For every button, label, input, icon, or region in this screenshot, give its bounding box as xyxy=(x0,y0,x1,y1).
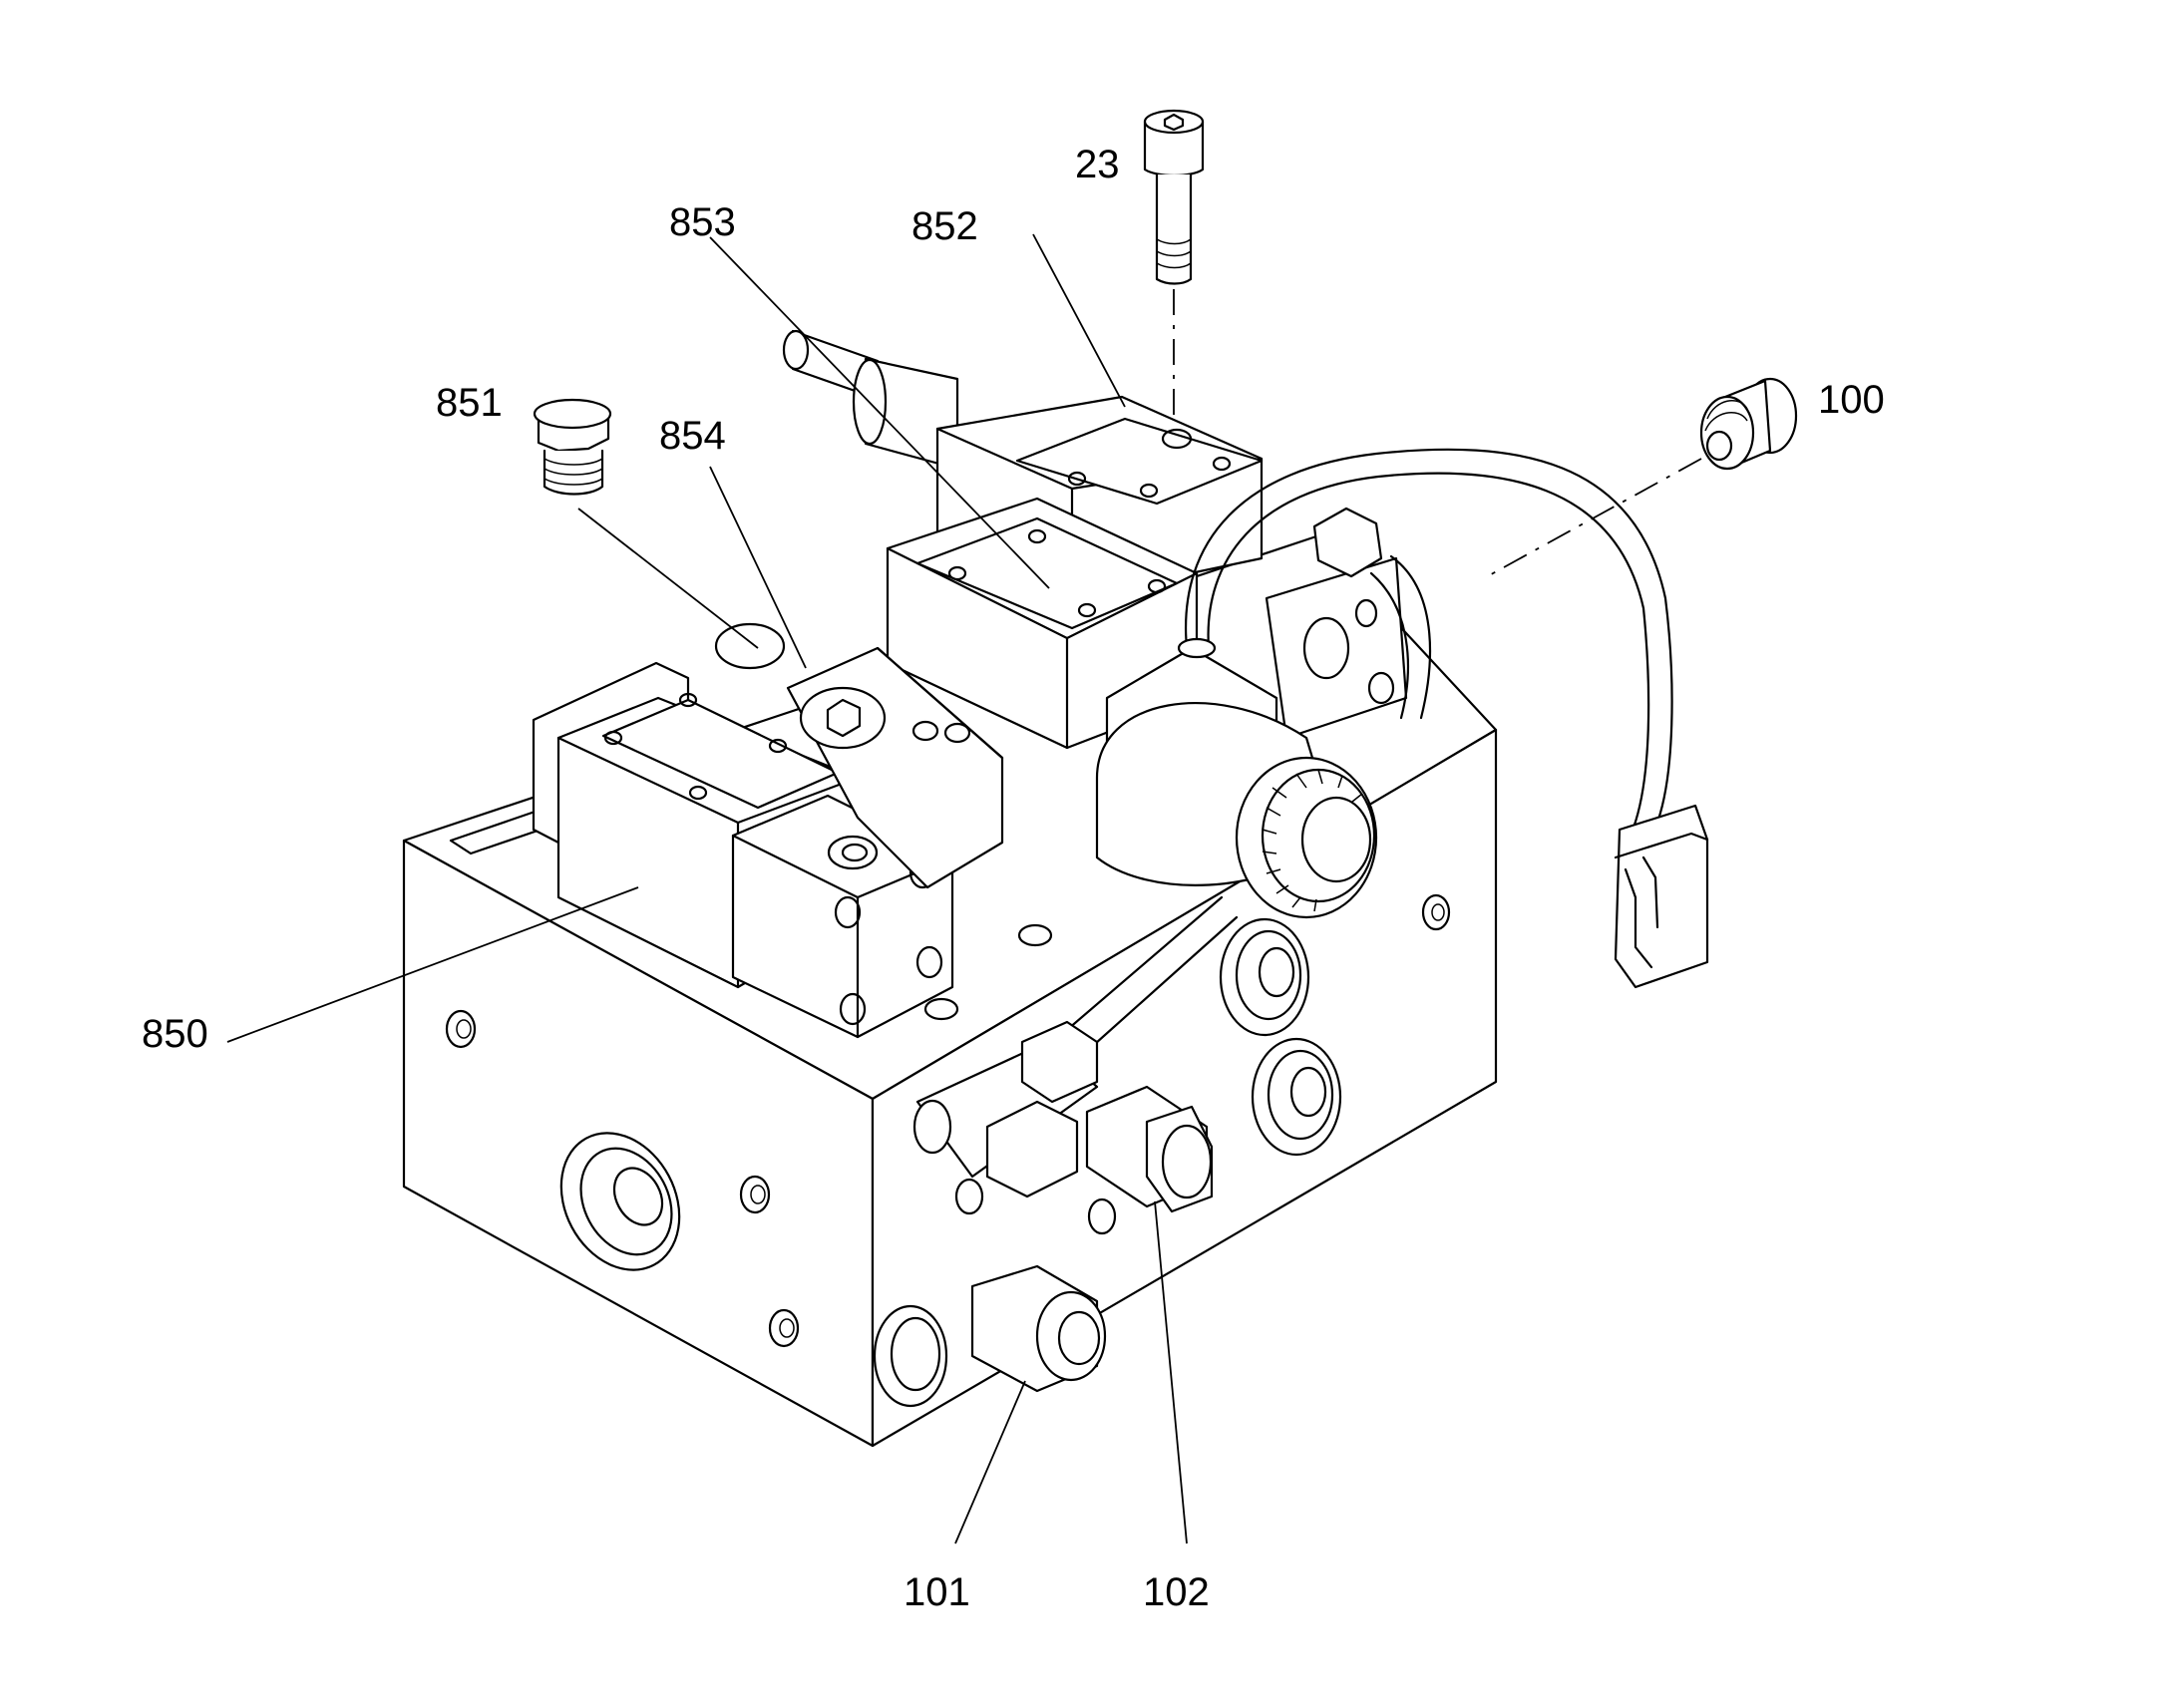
label-23: 23 xyxy=(1075,143,1120,186)
knurled-knob xyxy=(1261,768,1376,912)
label-850: 850 xyxy=(142,1012,208,1056)
small-hole xyxy=(445,1009,477,1049)
plug-100 xyxy=(1699,377,1798,471)
port-front-lower xyxy=(873,1304,948,1408)
right-face-ports xyxy=(873,893,1451,1408)
valve-853 xyxy=(886,497,1199,750)
label-852: 852 xyxy=(911,204,978,248)
cable xyxy=(1177,448,1673,830)
label-851: 851 xyxy=(436,381,503,425)
fitting-102 xyxy=(1085,1085,1214,1213)
large-port-left xyxy=(559,1132,681,1271)
small-hole xyxy=(739,1175,771,1214)
label-853: 853 xyxy=(669,200,736,244)
label-854: 854 xyxy=(659,414,726,458)
label-100: 100 xyxy=(1818,378,1885,422)
small-hole xyxy=(1421,893,1451,931)
left-face-ports xyxy=(445,1009,800,1348)
small-hole xyxy=(954,1178,984,1215)
top-face-holes xyxy=(923,923,1053,1021)
small-hole xyxy=(768,1308,800,1348)
callout-labels: 23 100 101 102 850 851 852 853 854 xyxy=(142,143,1885,1614)
solenoid-coil xyxy=(1095,646,1378,919)
plug-851 xyxy=(533,398,612,496)
screw-23 xyxy=(1143,109,1205,285)
fitting-elbow xyxy=(912,895,1239,1198)
port-right-upper xyxy=(1219,917,1310,1037)
port-right-lower xyxy=(1251,1037,1342,1157)
leader-lines xyxy=(226,233,1702,1544)
fitting-101 xyxy=(970,1264,1107,1393)
label-101: 101 xyxy=(904,1570,970,1614)
small-hole xyxy=(1087,1197,1117,1235)
label-102: 102 xyxy=(1143,1570,1210,1614)
cable-connector xyxy=(1614,804,1709,989)
valve-854 xyxy=(714,622,1004,889)
